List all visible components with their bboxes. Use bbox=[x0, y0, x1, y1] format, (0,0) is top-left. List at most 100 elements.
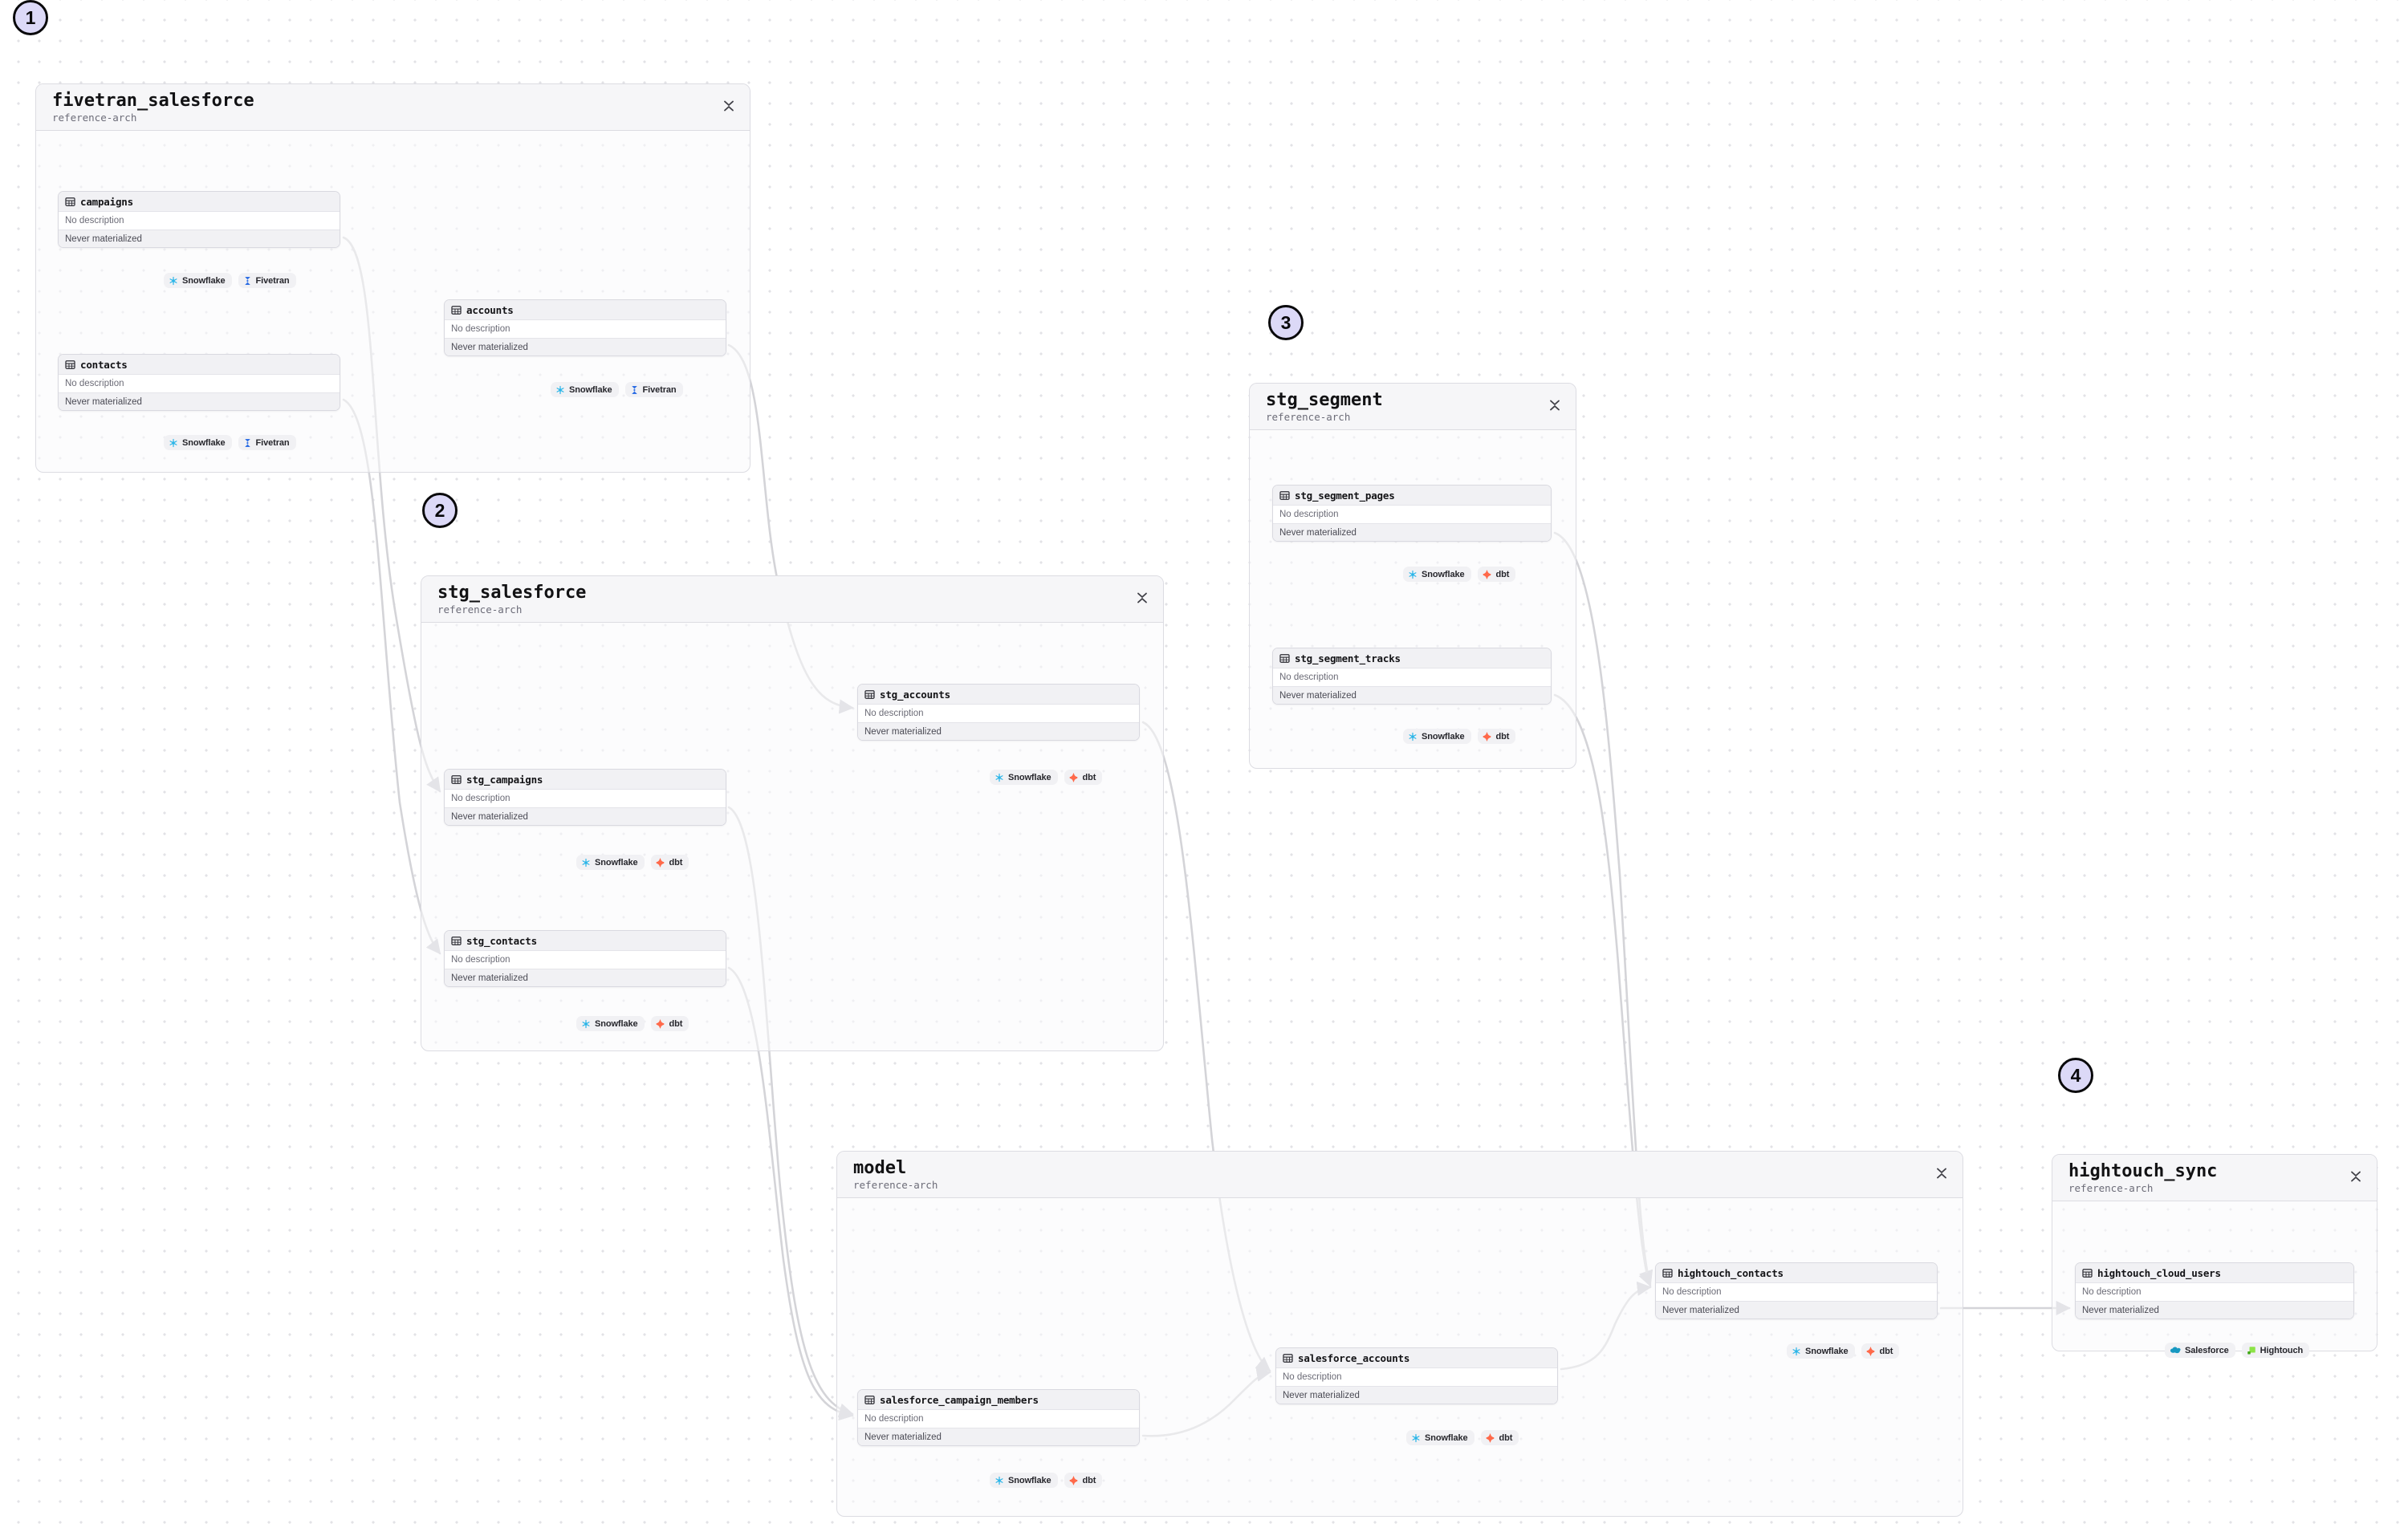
node-header: contacts bbox=[59, 355, 340, 375]
tag-chip-snowflake[interactable]: Snowflake bbox=[1406, 1430, 1474, 1445]
node-materialization: Never materialized bbox=[59, 230, 340, 247]
tag-chip-salesforce[interactable]: Salesforce bbox=[2165, 1343, 2235, 1358]
group-title: stg_salesforce bbox=[437, 583, 587, 603]
node-description: No description bbox=[2076, 1283, 2353, 1301]
table-icon bbox=[65, 360, 75, 369]
tag-chip-dbt[interactable]: dbt bbox=[1480, 1430, 1519, 1445]
tag-chip-snowflake[interactable]: Snowflake bbox=[576, 855, 645, 870]
snowflake-icon bbox=[1409, 732, 1417, 741]
group-collapse-button[interactable] bbox=[1935, 1166, 1948, 1180]
tag-chip-dbt[interactable]: dbt bbox=[1477, 729, 1516, 744]
salesforce-icon bbox=[2170, 1347, 2181, 1354]
tag-chip-snowflake[interactable]: Snowflake bbox=[1787, 1343, 1855, 1359]
node-description: No description bbox=[445, 951, 726, 969]
tag-chip-hightouch[interactable]: Hightouch bbox=[2241, 1343, 2310, 1358]
group-collapse-button[interactable] bbox=[1136, 591, 1149, 605]
group-title: hightouch_sync bbox=[2068, 1161, 2218, 1181]
collapse-chevrons-icon[interactable] bbox=[1936, 1167, 1947, 1180]
tag-chip-fivetran[interactable]: Fivetran bbox=[238, 435, 296, 450]
node-materialization: Never materialized bbox=[1273, 686, 1551, 704]
node-header: accounts bbox=[445, 300, 726, 320]
collapse-chevrons-icon[interactable] bbox=[1549, 399, 1560, 412]
table-icon bbox=[451, 774, 462, 784]
node-description: No description bbox=[858, 705, 1139, 722]
step-badge-3: 3 bbox=[1268, 305, 1304, 340]
group-subtitle: reference-arch bbox=[853, 1179, 938, 1192]
tag-chip-dbt[interactable]: dbt bbox=[650, 1016, 689, 1031]
dbt-icon bbox=[656, 857, 664, 868]
tag-chip-snowflake[interactable]: Snowflake bbox=[990, 1473, 1058, 1488]
tag-label: Fivetran bbox=[642, 384, 677, 395]
tag-label: Fivetran bbox=[255, 437, 290, 448]
tag-chip-snowflake[interactable]: Snowflake bbox=[1403, 729, 1471, 744]
node-tags-accounts: Snowflake Fivetran bbox=[551, 382, 683, 397]
node-materialization: Never materialized bbox=[2076, 1301, 2353, 1319]
group-collapse-button[interactable] bbox=[2349, 1169, 2362, 1184]
tag-label: Snowflake bbox=[595, 1018, 638, 1029]
collapse-chevrons-icon[interactable] bbox=[1137, 591, 1148, 604]
tag-chip-dbt[interactable]: dbt bbox=[1064, 1473, 1103, 1488]
group-subtitle: reference-arch bbox=[52, 112, 137, 124]
node-name: salesforce_accounts bbox=[1298, 1351, 1410, 1364]
tag-chip-snowflake[interactable]: Snowflake bbox=[990, 770, 1058, 785]
table-icon bbox=[864, 1395, 875, 1404]
tag-chip-snowflake[interactable]: Snowflake bbox=[1403, 567, 1471, 582]
table-icon bbox=[1279, 490, 1290, 500]
collapse-chevrons-icon[interactable] bbox=[723, 100, 734, 112]
tag-chip-dbt[interactable]: dbt bbox=[1064, 770, 1103, 785]
node-materialization: Never materialized bbox=[445, 338, 726, 356]
tag-chip-snowflake[interactable]: Snowflake bbox=[576, 1016, 645, 1031]
node-name: contacts bbox=[80, 358, 128, 371]
tag-chip-dbt[interactable]: dbt bbox=[1861, 1343, 1900, 1359]
group-collapse-button[interactable] bbox=[722, 99, 735, 113]
group-collapse-button[interactable] bbox=[1548, 398, 1561, 412]
tag-chip-fivetran[interactable]: Fivetran bbox=[624, 382, 683, 397]
node-tags-stg_accounts: Snowflake dbt bbox=[990, 770, 1103, 785]
table-icon bbox=[451, 305, 462, 315]
tag-chip-snowflake[interactable]: Snowflake bbox=[164, 273, 232, 288]
snowflake-icon bbox=[582, 858, 590, 867]
tag-chip-dbt[interactable]: dbt bbox=[650, 855, 689, 870]
fivetran-icon bbox=[244, 276, 250, 285]
snowflake-icon bbox=[1409, 570, 1417, 579]
node-name: stg_accounts bbox=[880, 688, 950, 701]
step-badge-4: 4 bbox=[2058, 1058, 2093, 1093]
node-header: stg_segment_pages bbox=[1273, 486, 1551, 506]
snowflake-icon bbox=[582, 1019, 590, 1028]
node-header: stg_accounts bbox=[858, 685, 1139, 705]
table-icon bbox=[864, 689, 875, 699]
table-icon bbox=[1662, 1268, 1673, 1278]
step-badge-label: 2 bbox=[434, 499, 445, 521]
node-header: stg_campaigns bbox=[445, 770, 726, 790]
tag-chip-snowflake[interactable]: Snowflake bbox=[551, 382, 619, 397]
step-badge-1: 1 bbox=[13, 0, 48, 35]
collapse-chevrons-icon[interactable] bbox=[2350, 1170, 2361, 1183]
tag-chip-dbt[interactable]: dbt bbox=[1477, 567, 1516, 582]
tag-chip-fivetran[interactable]: Fivetran bbox=[238, 273, 296, 288]
dbt-icon bbox=[1069, 1475, 1077, 1485]
snowflake-icon bbox=[169, 438, 177, 447]
node-tags-contacts: Snowflake Fivetran bbox=[164, 435, 296, 450]
tag-chip-snowflake[interactable]: Snowflake bbox=[164, 435, 232, 450]
